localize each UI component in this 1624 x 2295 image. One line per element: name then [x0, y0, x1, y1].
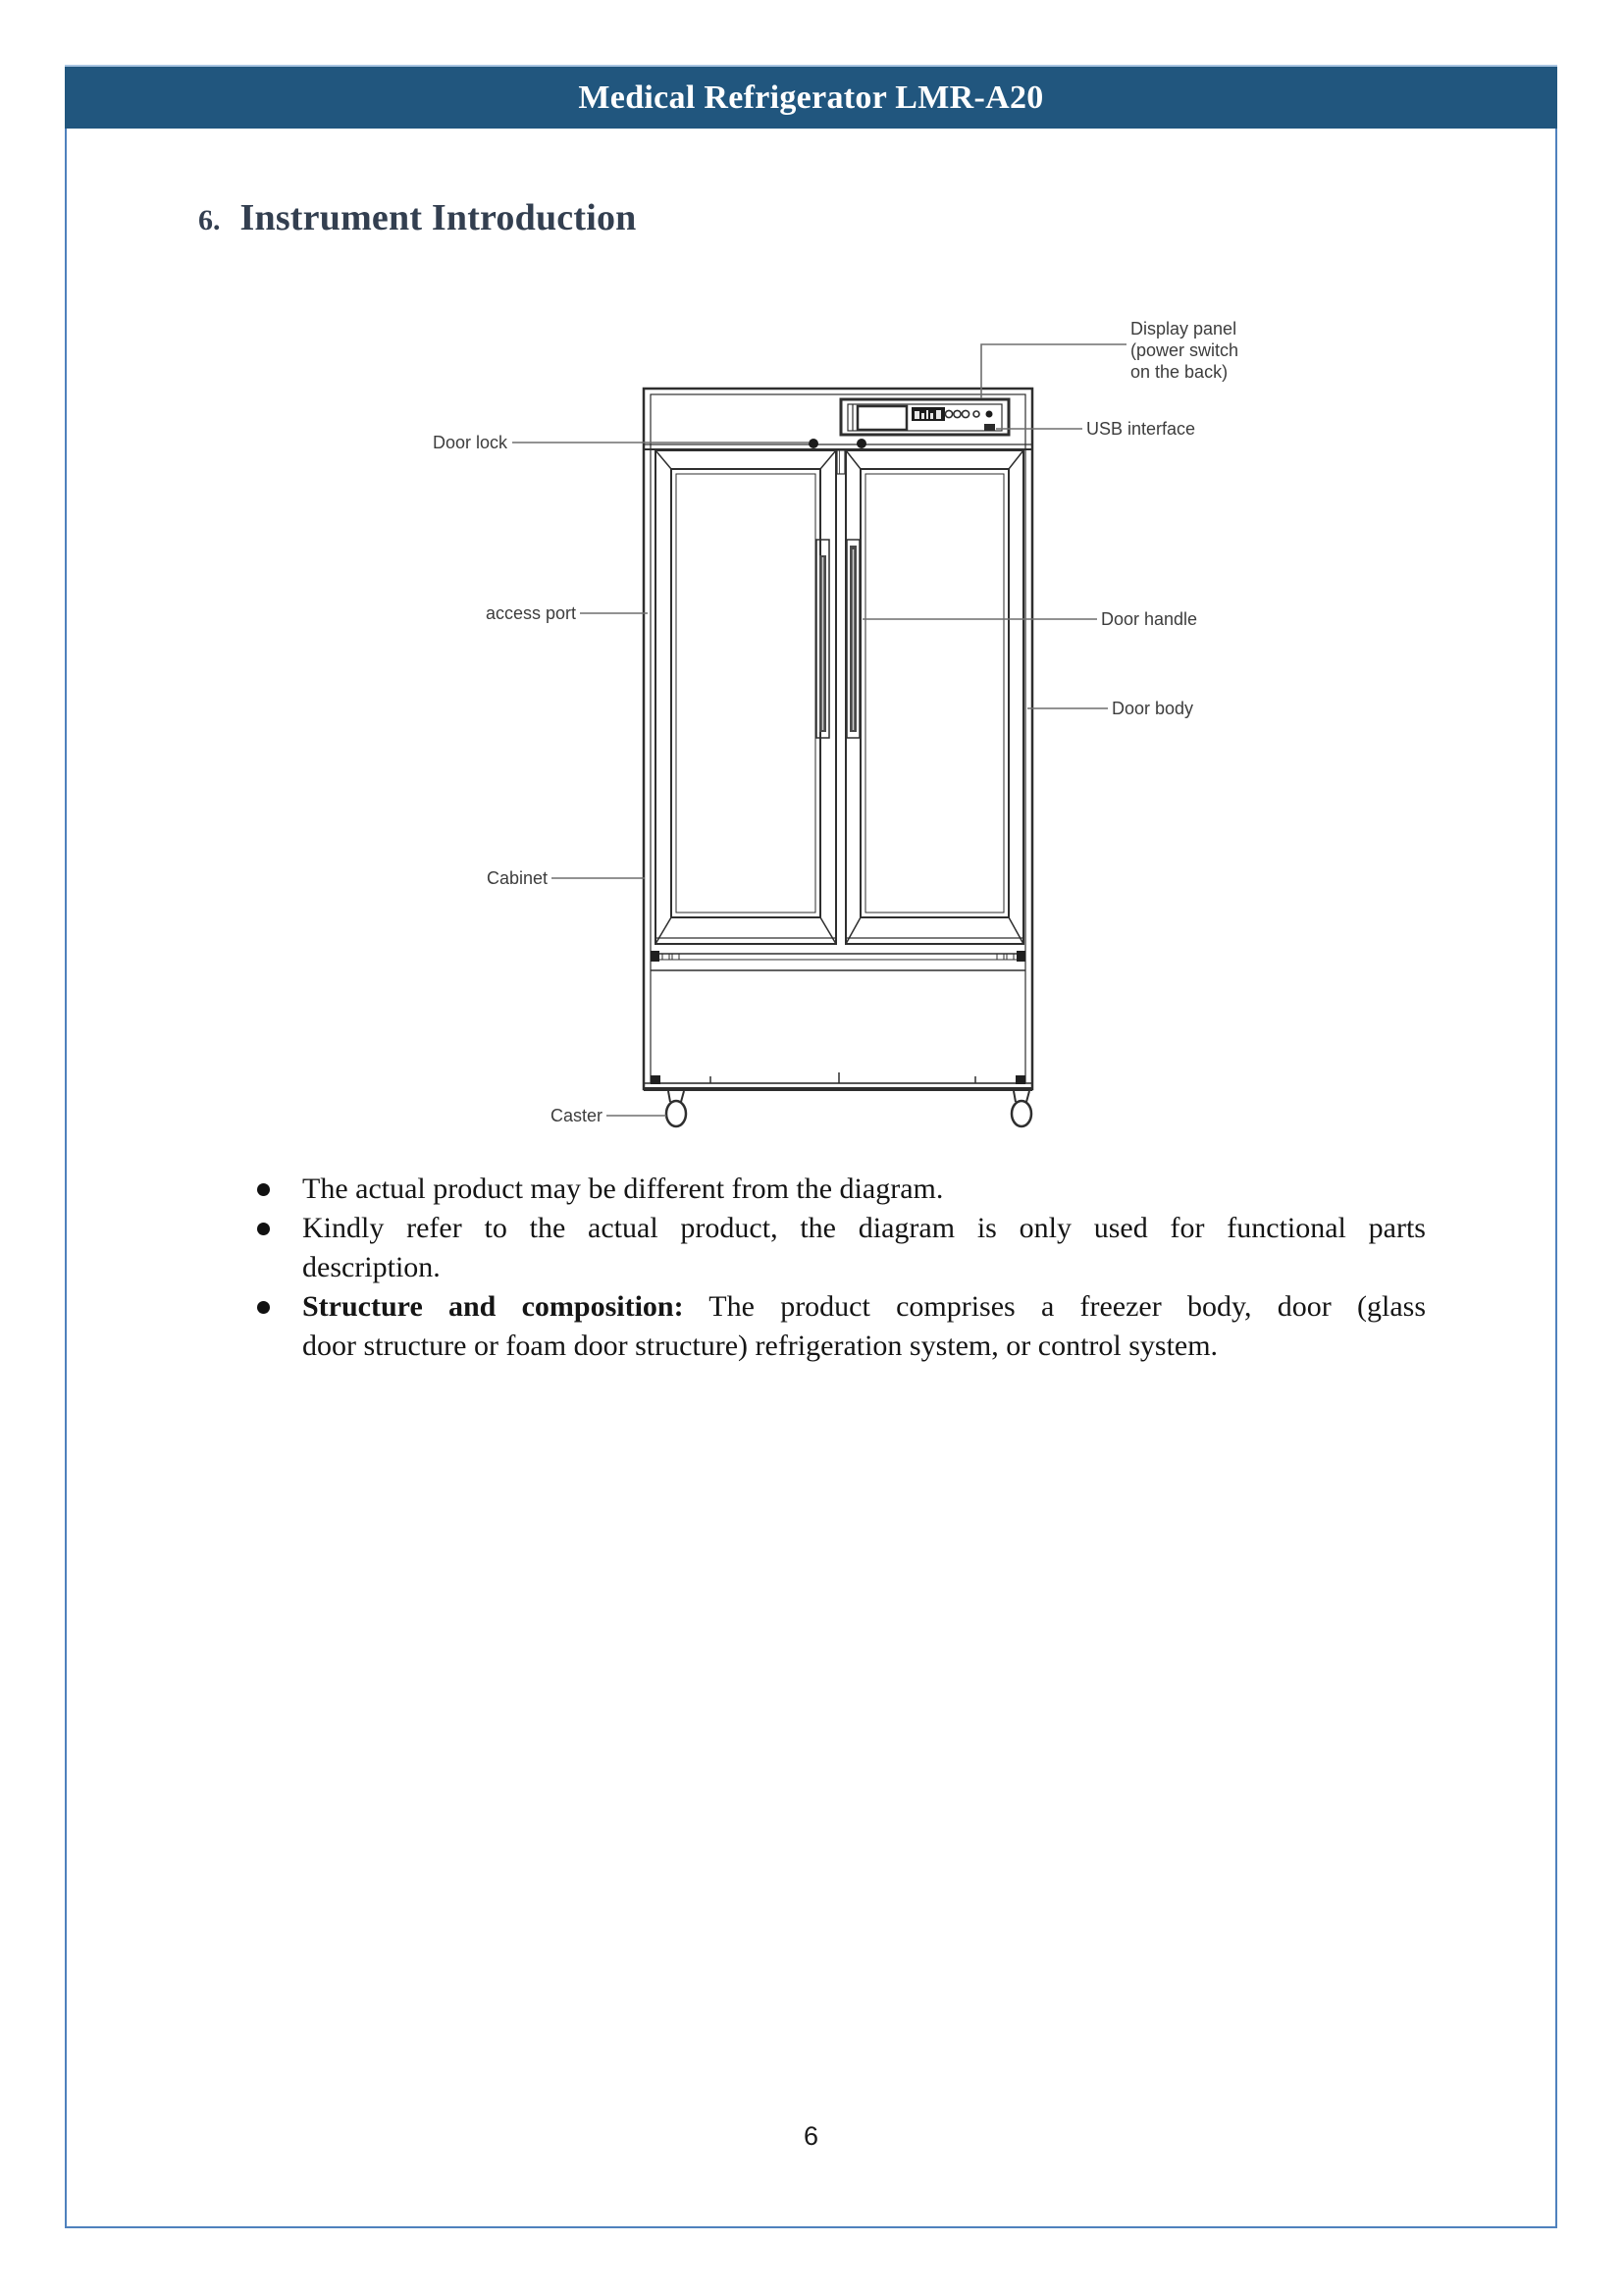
right-door: [845, 449, 1024, 945]
left-door: [655, 449, 837, 945]
label-usb-interface: USB interface: [1086, 419, 1195, 439]
refrigerator-diagram-svg: Door lock access port Cabinet Caster Dis…: [433, 319, 1238, 1128]
left-door-handle: [815, 539, 830, 739]
section-heading: 6. Instrument Introduction: [198, 196, 637, 239]
label-door-body: Door body: [1112, 699, 1193, 718]
usb-port: [984, 424, 995, 431]
door-locks: [809, 439, 866, 448]
display-panel: [839, 397, 1011, 437]
base-band: [644, 1072, 1032, 1091]
bullet-bold-prefix: Structure and composition:: [302, 1290, 684, 1323]
bullet-icon: [257, 1183, 270, 1196]
bullet-text-line: Kindly refer to the actual product, the …: [302, 1212, 1426, 1244]
refrigerator-diagram: Door lock access port Cabinet Caster Dis…: [353, 285, 1276, 1177]
bullet-text-line: door structure or foam door structure) r…: [302, 1330, 1219, 1362]
section-title: Instrument Introduction: [239, 197, 637, 238]
panel-lcd-display: [912, 407, 945, 421]
label-door-lock: Door lock: [433, 433, 508, 452]
panel-buttons: [944, 409, 993, 419]
label-cabinet: Cabinet: [487, 868, 548, 888]
label-door-handle: Door handle: [1101, 609, 1197, 629]
page-header-bar: Medical Refrigerator LMR-A20: [65, 65, 1557, 129]
label-access-port: access port: [486, 603, 576, 623]
leader-lines: [512, 343, 1126, 1117]
list-item: The actual product may be different from…: [257, 1170, 1426, 1209]
panel-screen: [856, 404, 909, 432]
right-door-handle: [846, 539, 861, 739]
list-item: Structure and composition: The product c…: [257, 1287, 1426, 1366]
page-number: 6: [803, 2121, 819, 2151]
right-caster: [1010, 1090, 1033, 1128]
svg-text:on the back): on the back): [1130, 362, 1228, 382]
hinge-band: [651, 951, 1025, 971]
bullet-icon: [257, 1301, 270, 1314]
cabinet-body: [642, 387, 1034, 1091]
svg-text:Display panel: Display panel: [1130, 319, 1236, 339]
bullet-text-line: description.: [302, 1251, 441, 1283]
section-number: 6.: [198, 204, 221, 236]
page-title: Medical Refrigerator LMR-A20: [578, 78, 1044, 116]
list-item: Kindly refer to the actual product, the …: [257, 1209, 1426, 1287]
bullet-icon: [257, 1223, 270, 1235]
svg-text:(power switch: (power switch: [1130, 340, 1238, 360]
label-caster: Caster: [550, 1106, 602, 1125]
left-caster: [664, 1090, 688, 1128]
bullet-text-line: Structure and composition: The product c…: [302, 1290, 1426, 1323]
bullet-list: The actual product may be different from…: [257, 1170, 1426, 1366]
bullet-text-line: The actual product may be different from…: [302, 1173, 944, 1205]
label-display-panel: Display panel (power switch on the back): [1130, 319, 1238, 382]
